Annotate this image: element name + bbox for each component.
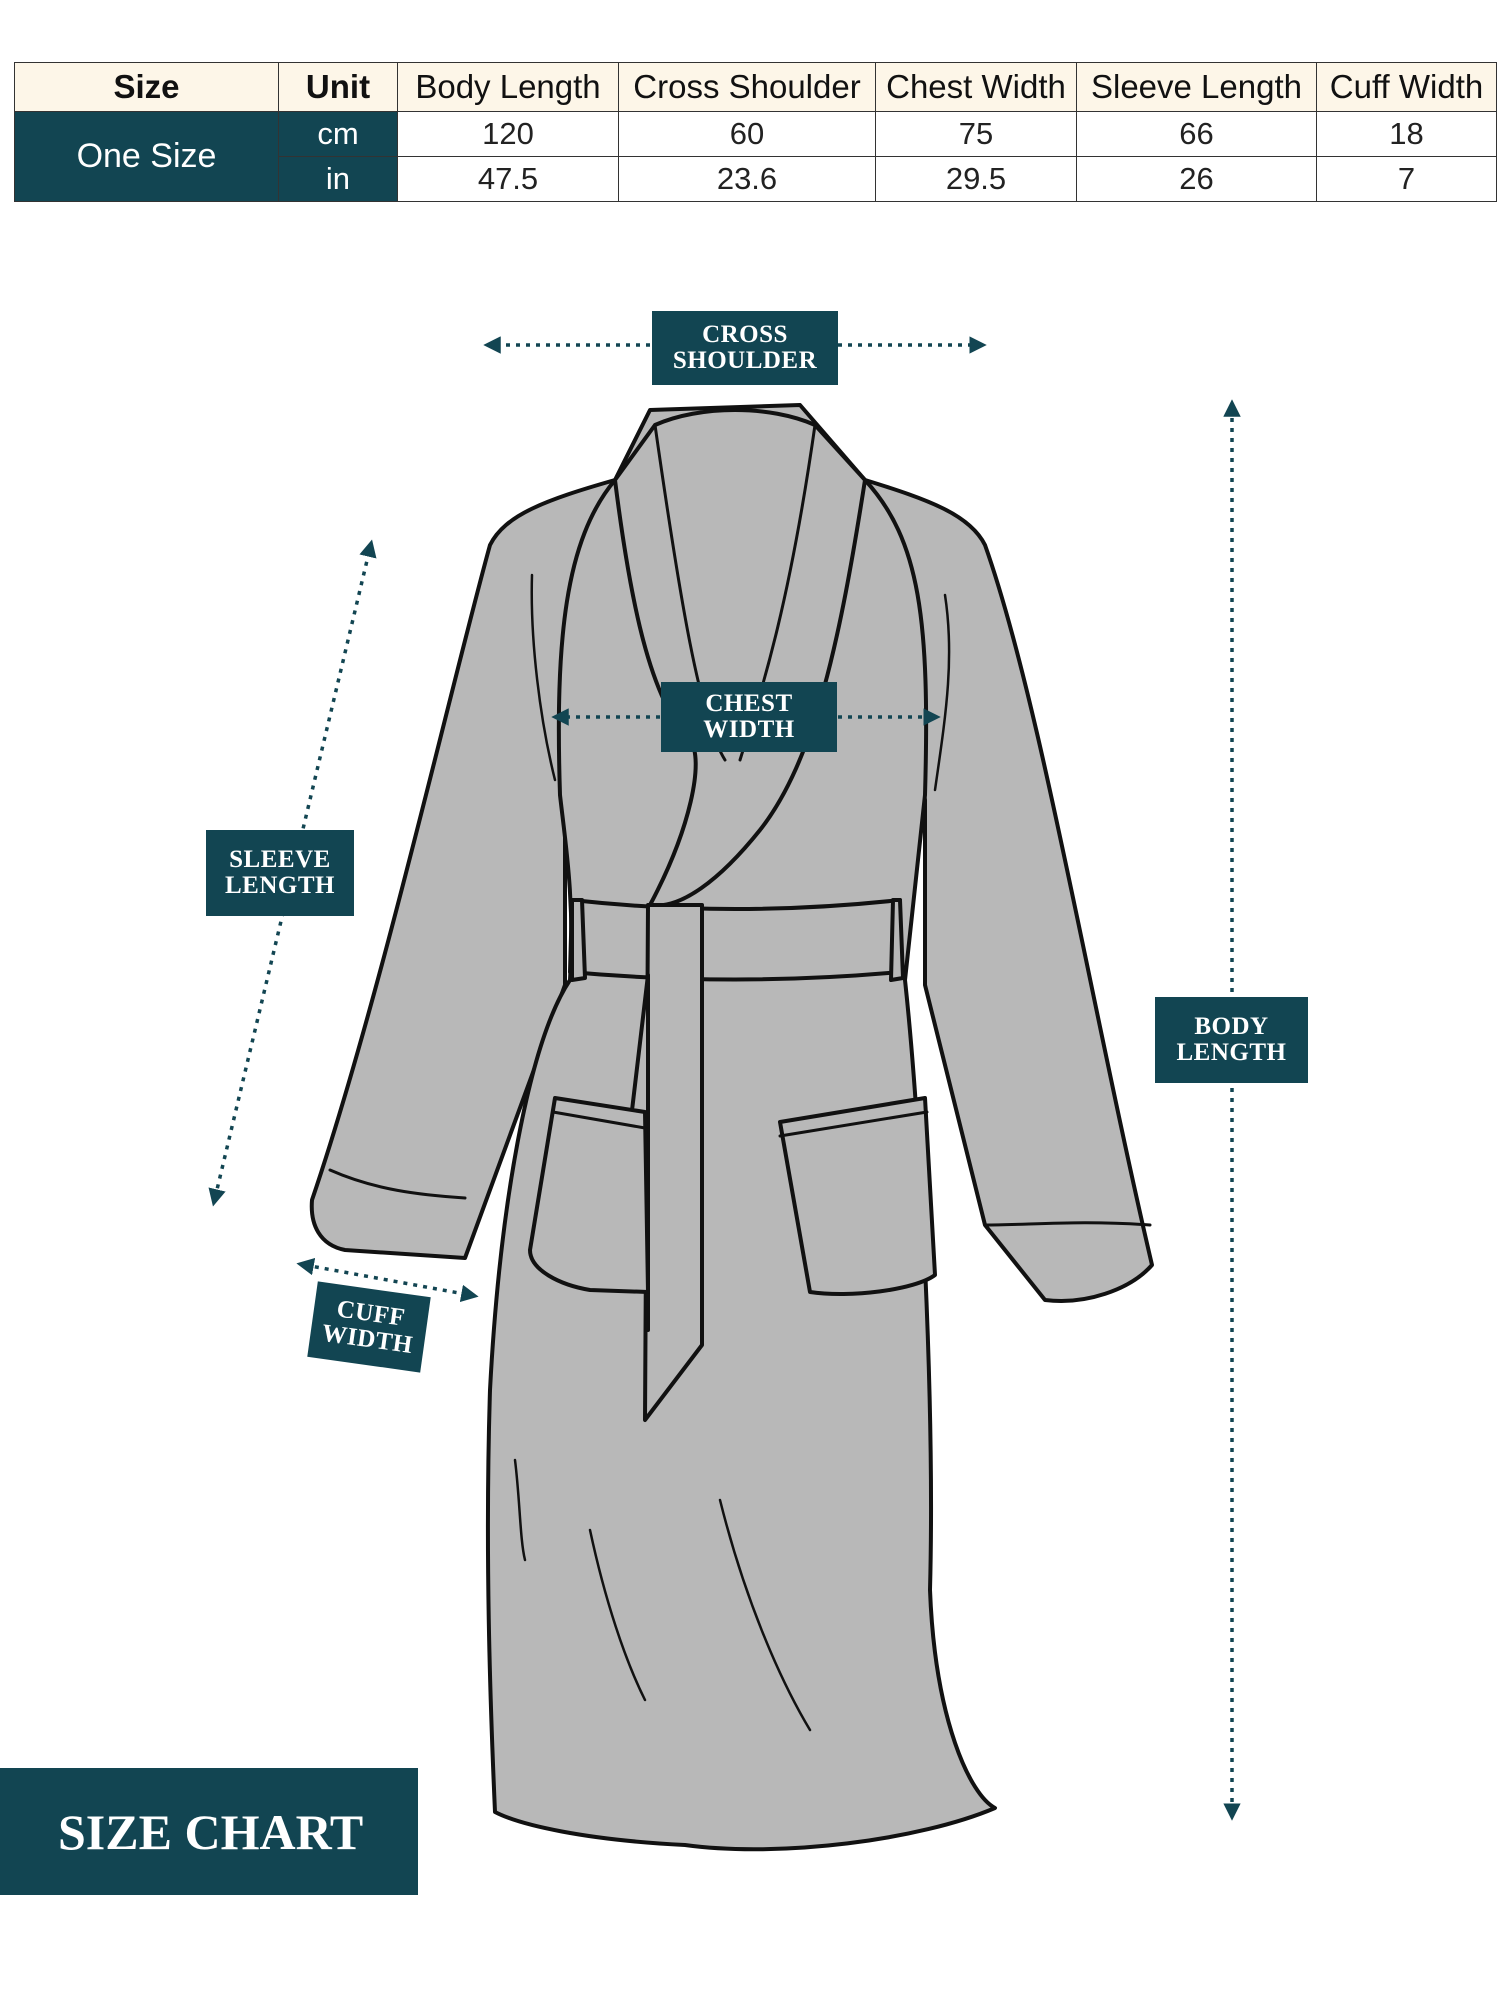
size-chart-badge: SIZE CHART (0, 1768, 418, 1895)
value-cell: 120 (397, 111, 619, 157)
value-cell: 29.5 (875, 156, 1077, 202)
cross-shoulder-label: CROSS SHOULDER (652, 311, 838, 385)
table-header-row: Size Unit Body Length Cross Shoulder Che… (14, 62, 1497, 112)
left-pocket (528, 1096, 650, 1294)
robe-illustration (309, 403, 1154, 1852)
measurement-arrows (208, 336, 1241, 1821)
right-pocket-trim (778, 1110, 929, 1138)
size-table: Size Unit Body Length Cross Shoulder Che… (14, 62, 1497, 202)
cross-shoulder-label-line2: SHOULDER (672, 347, 818, 374)
chest-width-label-line2: WIDTH (703, 716, 795, 743)
header-cross-shoulder: Cross Shoulder (618, 62, 876, 112)
sleeve-length-label: SLEEVE LENGTH (206, 830, 354, 916)
sleeve-length-arrow (208, 539, 377, 1207)
header-size: Size (14, 62, 279, 112)
value-cell: 26 (1076, 156, 1317, 202)
right-cuff (983, 1221, 1152, 1227)
left-pocket-trim (551, 1110, 647, 1130)
value-cell: 60 (618, 111, 876, 157)
body-length-label-line1: BODY (1194, 1013, 1269, 1040)
value-cell: 47.5 (397, 156, 619, 202)
right-sleeve (863, 478, 1154, 1303)
body-length-label: BODY LENGTH (1155, 997, 1308, 1083)
body-length-label-line2: LENGTH (1176, 1039, 1287, 1066)
size-cell: One Size (14, 111, 279, 202)
left-sleeve (309, 478, 617, 1260)
cuff-width-arrow (296, 1257, 479, 1303)
header-sleeve-length: Sleeve Length (1076, 62, 1317, 112)
chest-width-label-line1: CHEST (705, 690, 793, 717)
belt-loop-left (570, 898, 587, 982)
value-cell: 23.6 (618, 156, 876, 202)
right-pocket (778, 1096, 937, 1296)
sleeve-length-label-line1: SLEEVE (229, 846, 331, 873)
belt-loop-right (889, 898, 905, 982)
belt-knot (643, 903, 704, 1422)
cross-shoulder-label-line1: CROSS (702, 321, 788, 348)
value-cell: 7 (1316, 156, 1497, 202)
unit-cell: cm (278, 111, 398, 157)
chest-width-label: CHEST WIDTH (661, 682, 837, 752)
cuff-width-label: CUFF WIDTH (307, 1281, 431, 1373)
sleeve-length-label-line2: LENGTH (225, 872, 335, 899)
unit-cell: in (278, 156, 398, 202)
belt (568, 898, 902, 982)
header-cuff-width: Cuff Width (1316, 62, 1497, 112)
table-row: in 47.5 23.6 29.5 26 7 (15, 156, 1497, 202)
fold-lines (513, 573, 951, 1732)
header-chest-width: Chest Width (875, 62, 1077, 112)
